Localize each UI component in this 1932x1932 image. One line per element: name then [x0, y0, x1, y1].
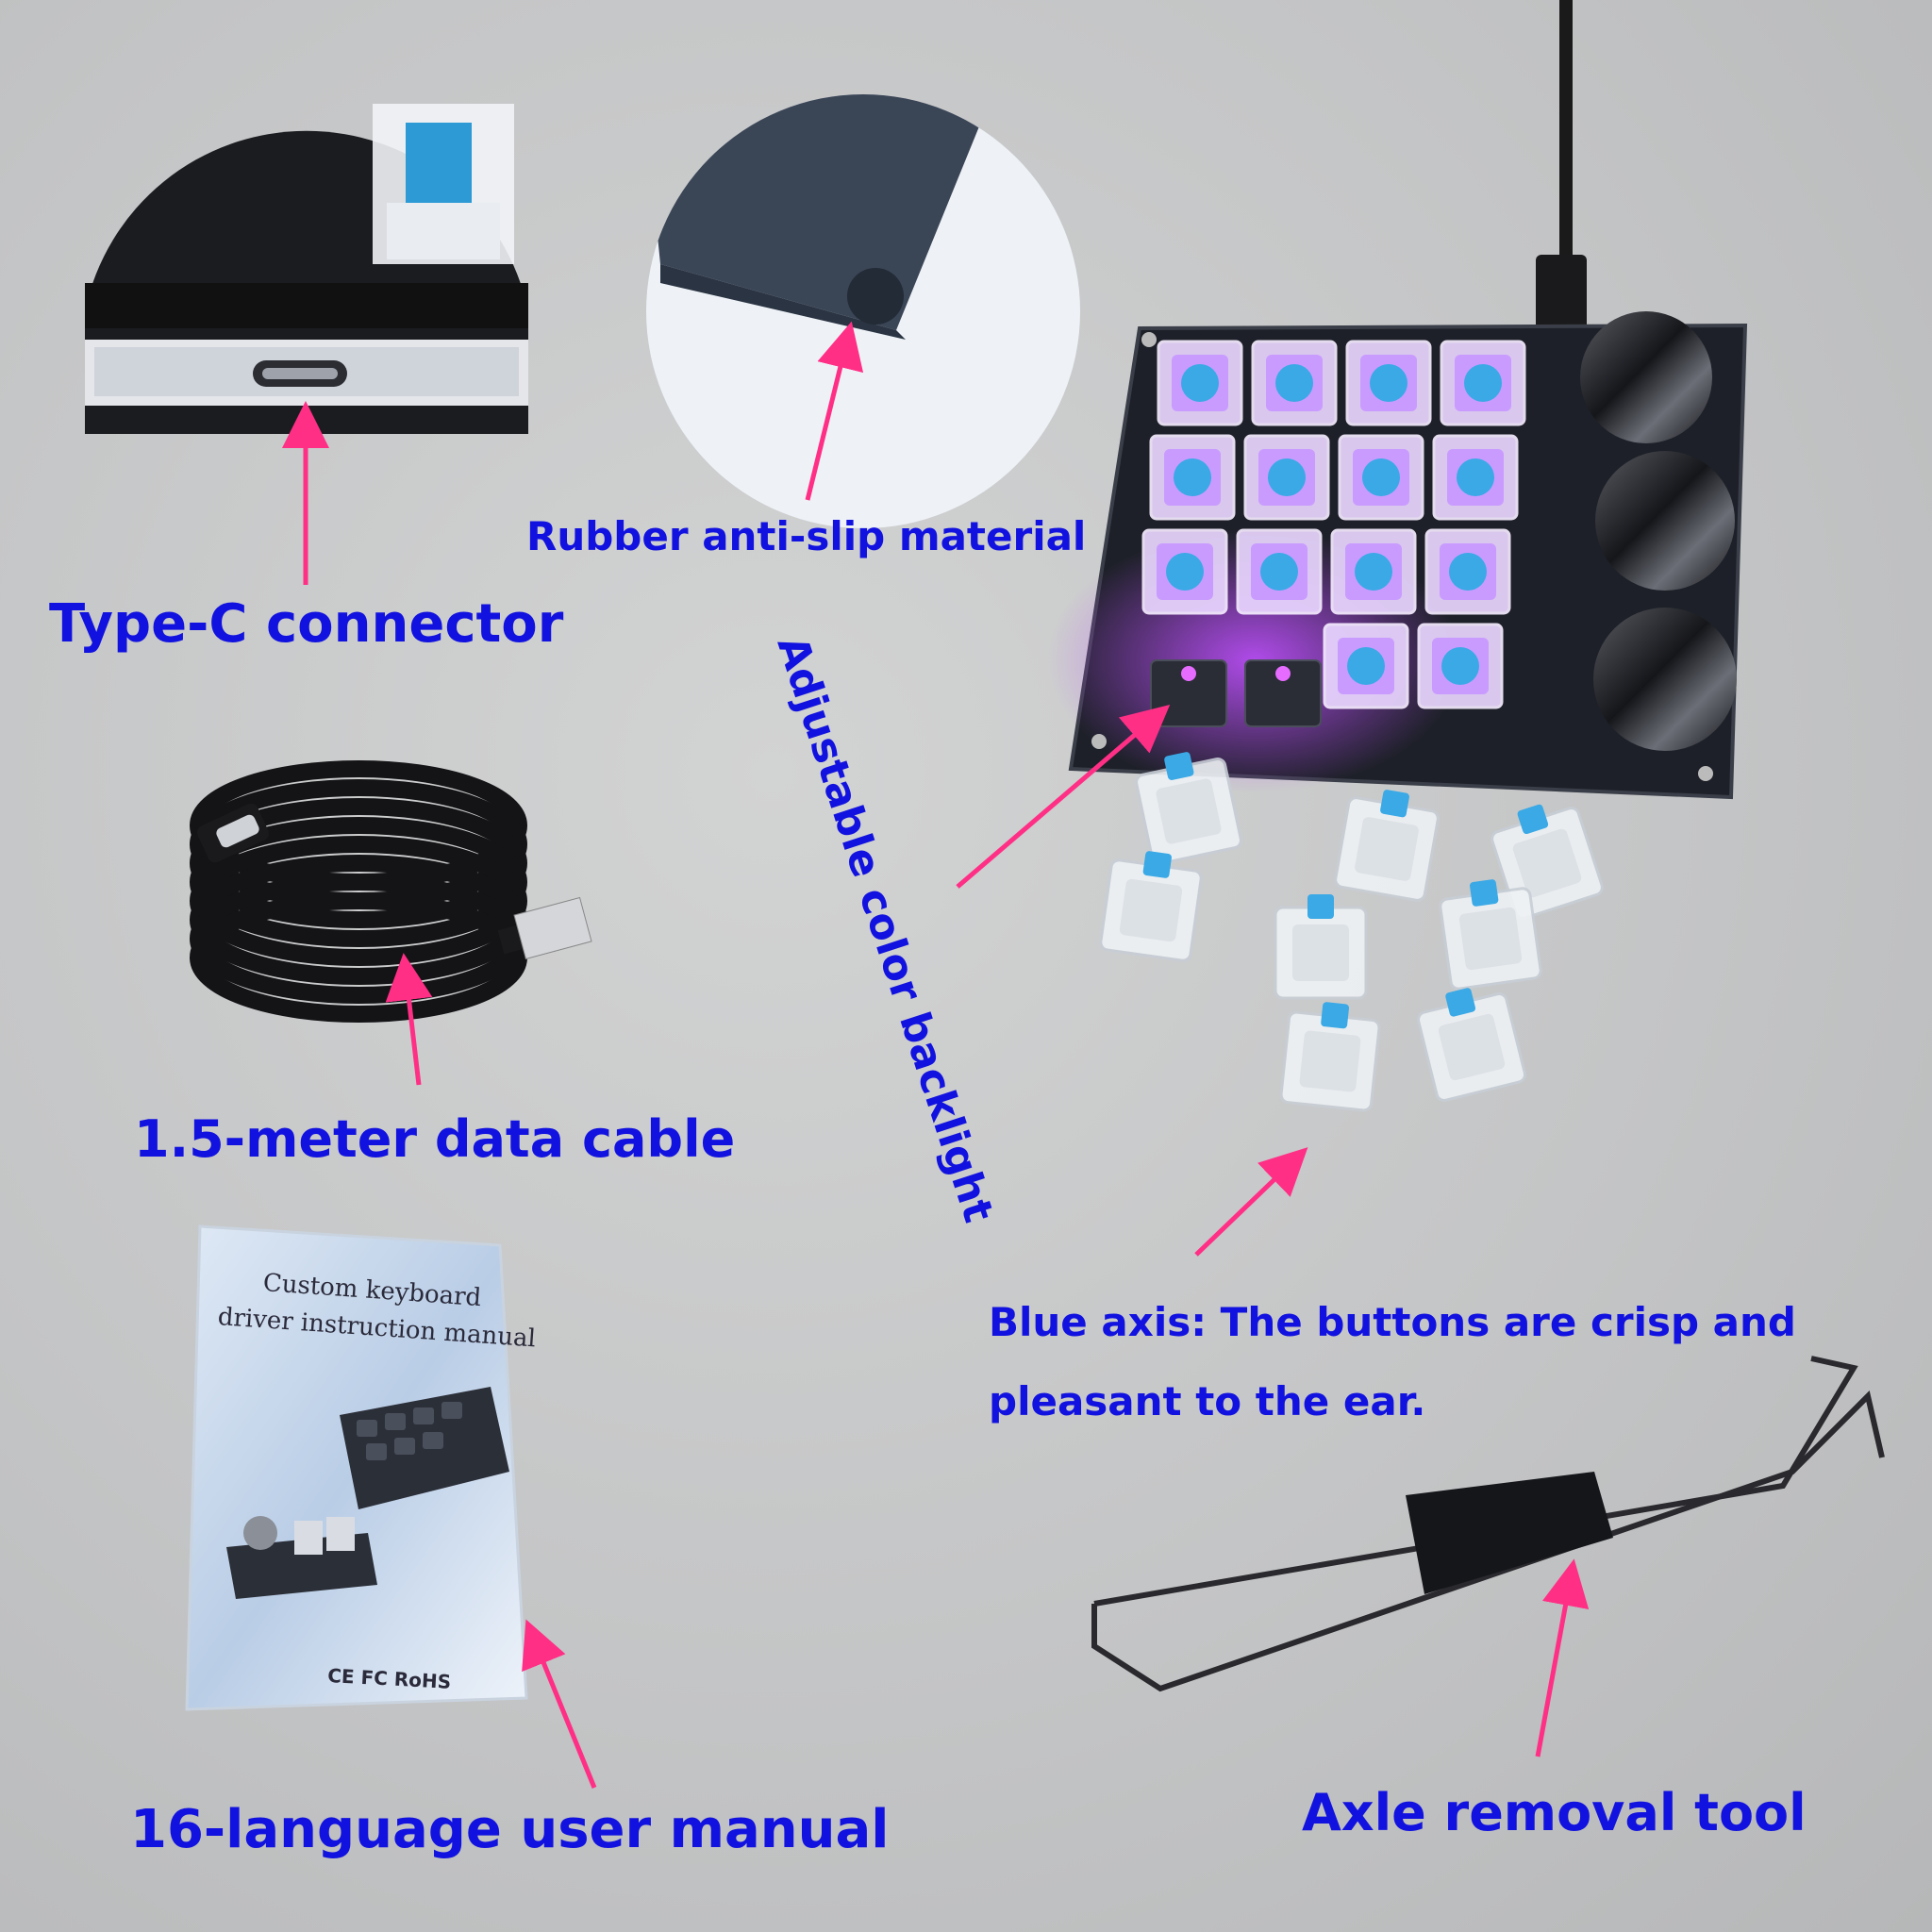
- key-switch: [1330, 528, 1417, 615]
- key-switch: [1323, 623, 1409, 709]
- type-c-photo: [85, 104, 528, 434]
- empty-socket: [1150, 659, 1227, 727]
- arrow-cable: [385, 953, 433, 1086]
- coiled-data-cable: [190, 760, 592, 1023]
- key-switch: [1251, 340, 1338, 426]
- key-switch: [1345, 340, 1432, 426]
- usb-a-plug-icon: [513, 896, 592, 960]
- key-switch: [1236, 528, 1323, 615]
- callout-arrows: [282, 321, 1590, 1789]
- user-manual-booklet: [185, 1224, 528, 1711]
- tool-handle: [1406, 1472, 1613, 1594]
- axle-removal-tool: [1091, 1356, 1885, 1692]
- key-switch: [1432, 434, 1519, 521]
- knob-bottom: [1593, 608, 1737, 751]
- loose-switch: [1439, 879, 1542, 991]
- loose-switch: [1135, 752, 1242, 865]
- loose-switches: [1099, 752, 1604, 1112]
- arrow-manual: [522, 1619, 597, 1789]
- rubber-foot-photo: [646, 94, 1080, 528]
- key-switch: [1424, 528, 1511, 615]
- label-axle-removal-tool: Axle removal tool: [1302, 1783, 1807, 1842]
- empty-socket: [1244, 659, 1322, 727]
- arrow-backlight: [956, 704, 1171, 889]
- arrow-rubber: [805, 321, 864, 501]
- key-switch: [1440, 340, 1526, 426]
- knob-top: [1580, 311, 1712, 443]
- arrow-blue-axis: [1194, 1147, 1308, 1257]
- key-switch: [1417, 623, 1504, 709]
- loose-switch: [1334, 790, 1440, 902]
- loose-switch: [1279, 1002, 1381, 1112]
- key-switch: [1149, 434, 1236, 521]
- rubber-foot-icon: [847, 268, 904, 325]
- key-switch: [1243, 434, 1330, 521]
- key-switch: [1141, 528, 1228, 615]
- label-rubber-anti-slip: Rubber anti-slip material: [526, 513, 1087, 559]
- cable-coil: [190, 892, 527, 1023]
- key-switch-grid: [1141, 340, 1526, 727]
- macro-keypad: [1047, 0, 1748, 800]
- label-data-cable: 1.5-meter data cable: [134, 1109, 736, 1169]
- label-blue-axis: Blue axis: The buttons are crisp and ple…: [989, 1299, 1796, 1424]
- key-switch: [1157, 340, 1243, 426]
- key-switch: [1338, 434, 1424, 521]
- loose-switch: [1491, 804, 1604, 920]
- label-user-manual: 16-language user manual: [130, 1799, 890, 1860]
- arrow-tool: [1535, 1558, 1590, 1757]
- label-type-c-connector: Type-C connector: [49, 593, 564, 655]
- knob-middle: [1595, 451, 1735, 591]
- loose-switch: [1274, 894, 1368, 1000]
- loose-switch: [1099, 851, 1203, 962]
- loose-switch: [1417, 988, 1526, 1102]
